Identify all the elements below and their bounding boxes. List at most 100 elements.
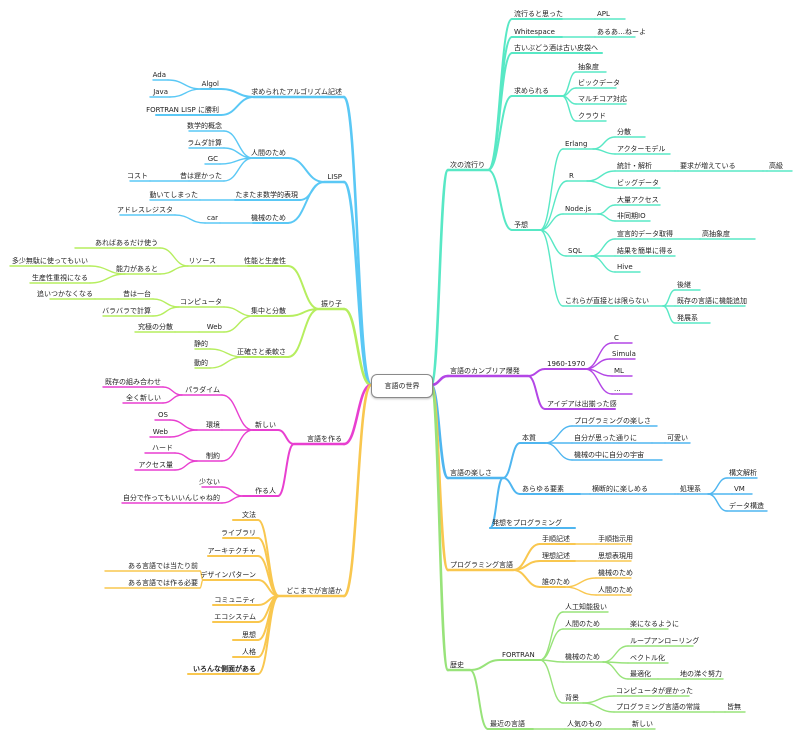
- node-label-0-4-2-0[interactable]: 大量アクセス: [617, 195, 659, 204]
- node-label-5-0-0[interactable]: Ada: [153, 71, 166, 79]
- node-label-2-1[interactable]: あらゆる要素: [522, 484, 564, 493]
- node-label-6-0[interactable]: 人間のため: [251, 149, 286, 157]
- node-label-1-1[interactable]: アイデアは出揃った感: [547, 399, 617, 408]
- node-label-0[interactable]: 次の流行り: [450, 160, 485, 169]
- node-label-0-4-3-0[interactable]: 宣言的データ取得: [617, 229, 673, 238]
- node-label-0-4-4-2[interactable]: 発展系: [677, 313, 698, 322]
- node-label-0-4-0-1[interactable]: アクターモデル: [617, 144, 665, 153]
- node-label-1-0-1[interactable]: Simula: [612, 350, 636, 358]
- node-label-4-0-2-0[interactable]: ループアンローリング: [630, 636, 699, 645]
- node-label-2-1-0-0[interactable]: 処理系: [680, 484, 701, 493]
- node-label-7-1-0-0[interactable]: 昔は一台: [123, 289, 151, 298]
- node-label-8-0-2-1[interactable]: アクセス量: [138, 461, 173, 469]
- node-label-2-0-1[interactable]: 自分が思った通りに: [574, 433, 637, 442]
- node-label-2-1-0-0-0[interactable]: 構文解析: [729, 468, 757, 477]
- node-label-9-5[interactable]: エコシステム: [214, 613, 256, 621]
- node-label-7-1-1[interactable]: Web: [207, 323, 223, 331]
- node-label-7-0-0-1-0[interactable]: 多少無駄に使ってもいい: [12, 256, 88, 265]
- node-label-8-0-1-0[interactable]: OS: [158, 411, 169, 419]
- node-label-3-0-0[interactable]: 手順指示用: [598, 534, 633, 543]
- node-label-6[interactable]: LISP: [327, 173, 342, 181]
- node-label-4-0-3-1-0[interactable]: 皆無: [727, 702, 741, 711]
- node-label-7-2-1[interactable]: 動的: [194, 358, 208, 367]
- node-label-8[interactable]: 言語を作る: [307, 434, 342, 443]
- node-label-0-4-4[interactable]: これらが直接とは限らない: [565, 296, 649, 305]
- node-label-0-4-3-1[interactable]: 結果を簡単に得る: [617, 246, 673, 255]
- node-label-3[interactable]: プログラミング言語: [450, 560, 513, 569]
- node-label-0-4-1-0-0-0[interactable]: 高級: [769, 161, 783, 170]
- node-label-0-4-1-1[interactable]: ビッグデータ: [617, 178, 659, 187]
- node-label-4[interactable]: 歴史: [450, 660, 464, 669]
- node-label-2[interactable]: 言語の楽しさ: [450, 468, 492, 477]
- node-label-2-2[interactable]: 発想をプログラミング: [492, 518, 562, 527]
- node-label-0-3-0[interactable]: 抽象度: [578, 62, 599, 71]
- node-label-8-0[interactable]: 新しい: [255, 420, 276, 429]
- node-label-6-0-0[interactable]: 数学的概念: [187, 121, 222, 130]
- node-label-0-3-2[interactable]: マルチコア対応: [578, 94, 627, 103]
- node-label-6-2-0[interactable]: car: [207, 214, 218, 222]
- node-label-3-0[interactable]: 手順記述: [542, 534, 570, 543]
- node-label-4-1-0-0[interactable]: 新しい: [632, 719, 653, 728]
- node-label-3-2-0[interactable]: 機械のため: [598, 568, 633, 577]
- node-label-9-6[interactable]: 思想: [242, 630, 256, 639]
- node-label-0-4-1-0[interactable]: 統計・解析: [617, 161, 652, 170]
- node-label-3-1[interactable]: 理想記述: [542, 551, 570, 560]
- node-label-8-0-1-1[interactable]: Web: [153, 428, 169, 436]
- node-label-6-1[interactable]: たまたま数学的表現: [235, 190, 298, 199]
- node-label-9-4[interactable]: コミュニティ: [214, 596, 256, 604]
- node-label-1-0-0[interactable]: C: [614, 334, 619, 342]
- node-label-5-0[interactable]: Algol: [202, 80, 219, 88]
- node-label-6-0-3[interactable]: 昔は遅かった: [180, 172, 222, 180]
- node-label-2-1-0-0-2[interactable]: データ構造: [729, 501, 764, 510]
- node-label-9[interactable]: どこまでが言語か: [286, 586, 342, 595]
- node-label-7-1[interactable]: 集中と分散: [251, 306, 286, 315]
- node-label-9-1[interactable]: ライブラリ: [221, 528, 256, 537]
- node-label-0-4-1-0-0[interactable]: 要求が増えている: [680, 161, 736, 170]
- node-label-0-1-0[interactable]: あるあ…ねーよ: [597, 28, 646, 36]
- node-label-0-3-1[interactable]: ビックデータ: [578, 78, 620, 87]
- node-label-0-4-0[interactable]: Erlang: [565, 140, 587, 148]
- node-label-9-3-1[interactable]: ある言語では作る必要: [128, 578, 198, 587]
- node-label-8-0-0[interactable]: パラダイム: [185, 385, 220, 394]
- node-label-4-0-1[interactable]: 人間のため: [565, 620, 600, 628]
- node-label-0-4-4-0[interactable]: 後継: [677, 280, 691, 289]
- node-label-4-0-1-0[interactable]: 楽になるように: [630, 619, 679, 628]
- node-label-0-0-0[interactable]: APL: [597, 10, 610, 18]
- node-label-7-2[interactable]: 正確さと柔軟さ: [237, 347, 286, 356]
- node-label-0-4-3[interactable]: SQL: [568, 247, 582, 255]
- node-label-0-3[interactable]: 求められる: [514, 86, 549, 95]
- node-label-2-1-0[interactable]: 横断的に楽しめる: [592, 484, 648, 493]
- node-label-9-3[interactable]: デザインパターン: [200, 570, 256, 579]
- node-label-4-0-2-2[interactable]: 最適化: [630, 669, 651, 678]
- root-node[interactable]: 言語の世界: [371, 374, 433, 398]
- node-label-7-1-1-0[interactable]: 究極の分散: [138, 322, 173, 331]
- node-label-4-0-3-0[interactable]: コンピュータが遅かった: [616, 686, 693, 695]
- node-label-6-0-3-0[interactable]: コスト: [127, 172, 148, 180]
- node-label-3-1-0[interactable]: 思想表現用: [598, 551, 633, 560]
- node-label-6-1-0[interactable]: 動いてしまった: [149, 190, 198, 199]
- node-label-6-0-2[interactable]: GC: [208, 155, 218, 163]
- node-label-4-0-2[interactable]: 機械のため: [565, 652, 600, 661]
- node-label-7-1-0[interactable]: コンピュータ: [180, 297, 222, 306]
- node-label-7-2-0[interactable]: 静的: [194, 339, 208, 348]
- node-label-4-0-0[interactable]: 人工知能扱い: [565, 602, 607, 611]
- node-label-8-1-1[interactable]: 自分で作ってもいいんじゃね的: [123, 493, 220, 502]
- node-label-8-0-1[interactable]: 環境: [206, 420, 220, 429]
- node-label-2-1-0-0-1[interactable]: VM: [734, 485, 745, 493]
- node-label-9-0[interactable]: 文法: [242, 510, 256, 519]
- node-label-8-0-2[interactable]: 制約: [206, 451, 220, 460]
- node-label-0-2[interactable]: 古いぶどう酒は古い皮袋へ: [514, 43, 598, 52]
- node-label-1-0-2[interactable]: ML: [614, 367, 624, 375]
- node-label-7-0-0-0[interactable]: あればあるだけ使う: [95, 238, 158, 247]
- node-label-0-4-0-0[interactable]: 分散: [617, 127, 631, 136]
- node-label-7-0[interactable]: 性能と生産性: [244, 256, 286, 265]
- node-label-0-4-3-2[interactable]: Hive: [617, 263, 633, 271]
- node-label-6-2-0-0[interactable]: アドレスレジスタ: [117, 205, 173, 214]
- node-label-4-0-3-1[interactable]: プログラミング言語の常識: [616, 702, 700, 711]
- node-label-0-3-3[interactable]: クラウド: [578, 112, 606, 120]
- node-label-4-0[interactable]: FORTRAN: [502, 651, 535, 659]
- node-label-7-1-0-1[interactable]: バラバラで計算: [102, 306, 151, 315]
- node-label-9-3-0[interactable]: ある言語では当たり前: [128, 561, 198, 570]
- node-label-5[interactable]: 求められたアルゴリズム記述: [251, 87, 342, 96]
- node-label-4-0-2-1[interactable]: ベクトル化: [630, 653, 665, 662]
